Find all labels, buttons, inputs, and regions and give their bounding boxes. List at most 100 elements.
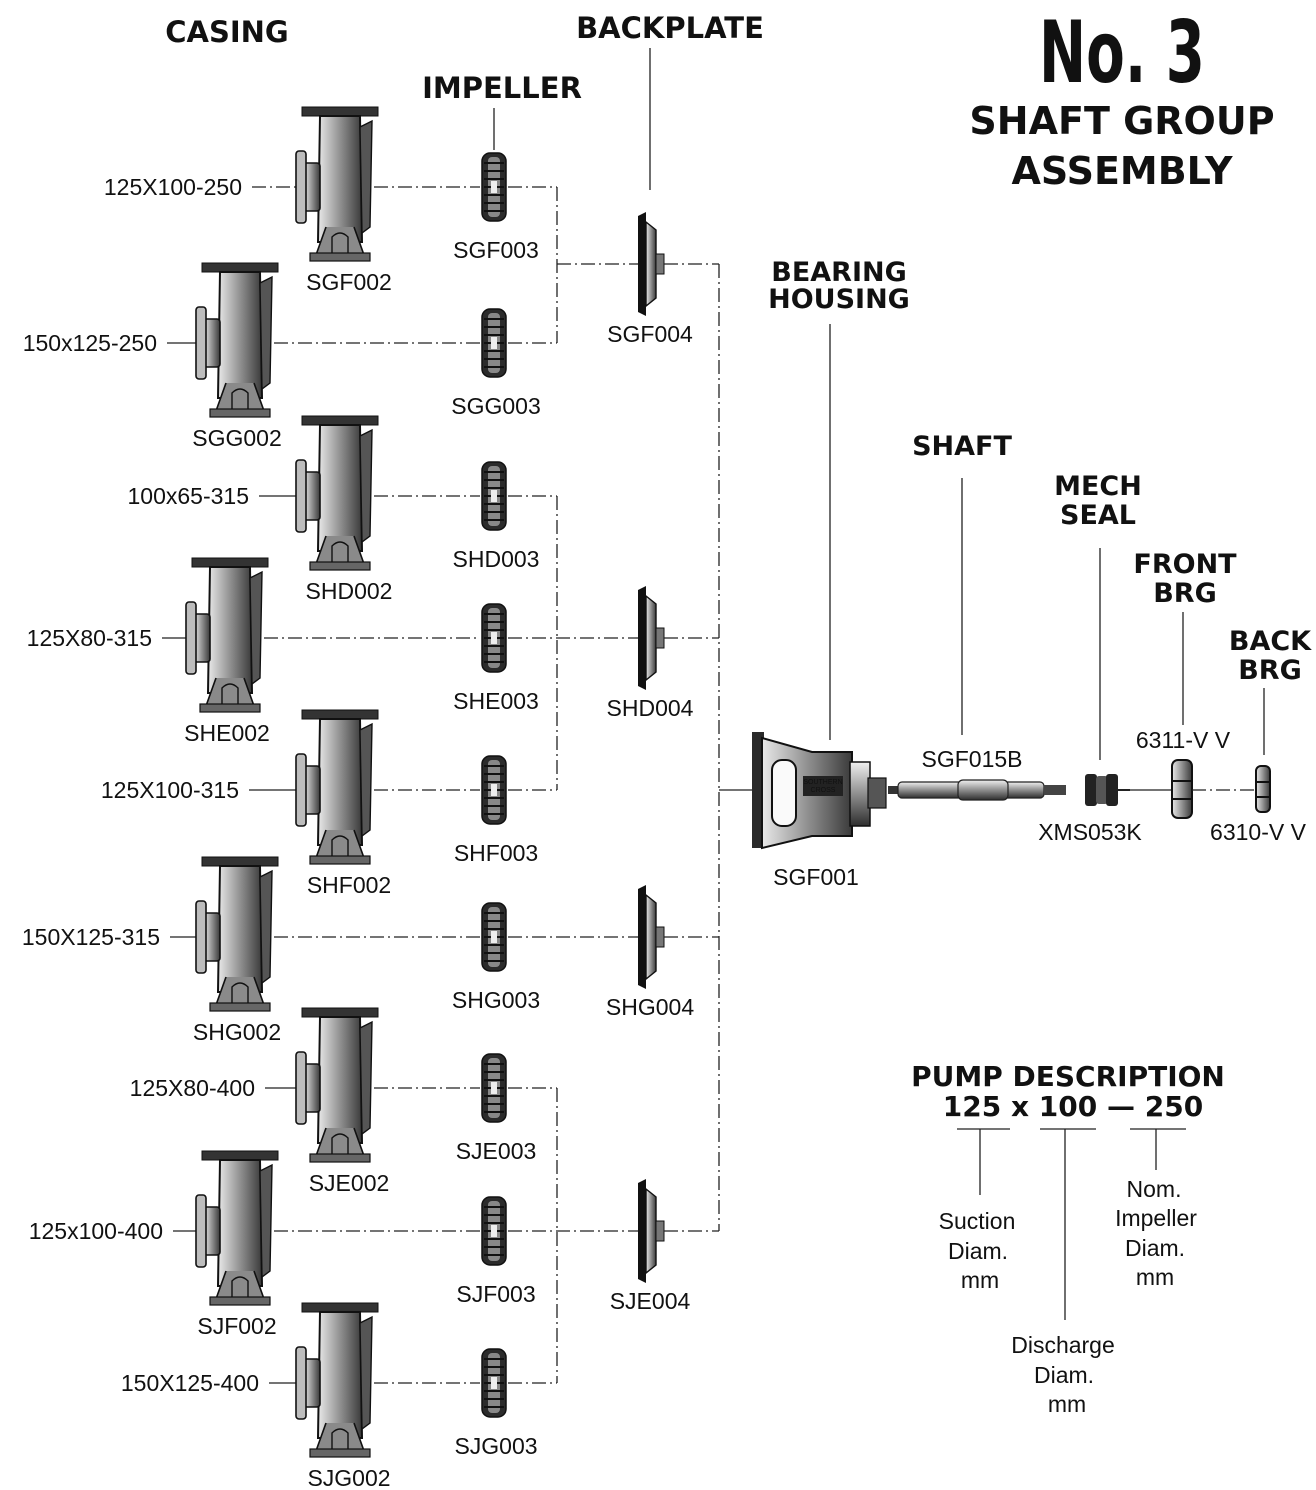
backplate-code: SHG004 [606,994,694,1020]
casing-part [295,1007,379,1163]
casing-code: SJF002 [197,1313,276,1339]
impeller-part [481,902,507,972]
bearing-housing-part [752,732,887,850]
casing-code: SJG002 [307,1465,390,1490]
backplate-part [638,1179,665,1283]
backplate-group: SHG004 [508,885,719,1020]
pump-size-label: 125X80-315 [27,625,152,651]
backplate-code: SHD004 [607,695,694,721]
casing-code: SHG002 [193,1019,281,1045]
impeller-code: SHG003 [452,987,540,1013]
backplate-code: SGF004 [607,321,693,347]
pump-size-label: 150x125-250 [23,330,157,356]
assembly-number: No. 3 [1039,3,1205,103]
casing-part [295,709,379,865]
shaft-code: SGF015B [922,746,1023,772]
impeller-code: SHD003 [453,546,540,572]
nameplate-text-line2: CROSS [811,787,836,794]
pump-size-label: 125x100-400 [29,1218,163,1244]
backplate-part [638,586,665,690]
casing-part [185,557,269,713]
impeller-code: SJE003 [456,1138,537,1164]
backplate-code: SJE004 [610,1288,691,1314]
bearing-housing-header-line1: BEARING [771,257,907,288]
casing-code: SGG002 [192,425,282,451]
casing-part [295,415,379,571]
casing-part [195,856,279,1012]
front-brg-header-line2: BRG [1153,578,1217,609]
casing-part [295,1302,379,1458]
back-brg-header-line1: BACK [1229,626,1312,657]
pump-size-label: 100x65-315 [128,483,250,509]
casing-code: SJE002 [309,1170,390,1196]
backplate-group: SHD004 [508,495,719,791]
impeller-part [481,1196,507,1266]
backplate-group: SJE004 [508,1087,719,1384]
back-bearing-part [1255,765,1271,813]
mech-seal-part [1085,774,1130,806]
discharge-label-3: mm [1048,1391,1086,1417]
backplate-part [638,885,665,989]
discharge-label-1: Discharge [1011,1332,1115,1358]
impeller-part [481,461,507,531]
back-bearing-code: 6310-V V [1210,819,1307,845]
impeller-part [481,152,507,222]
impeller-part [481,1348,507,1418]
front-brg-header-line1: FRONT [1133,549,1237,580]
mech-seal-header-line2: SEAL [1060,500,1136,531]
impeller-part [481,1053,507,1123]
casing-code: SGF002 [306,269,392,295]
title-line1: SHAFT GROUP [969,99,1274,143]
pump-size-label: 125X100-315 [101,777,239,803]
pump-description: PUMP DESCRIPTION 125 x 100 — 250 Suction… [911,1060,1225,1417]
backplate-header: BACKPLATE [576,11,764,45]
back-brg-header-line2: BRG [1238,655,1302,686]
front-bearing-code: 6311-V V [1136,727,1231,753]
mech-seal-code: XMS053K [1038,819,1142,845]
backplate-part [638,212,665,316]
suction-label-2: Diam. [948,1238,1008,1264]
impeller-code: SGF003 [453,237,539,263]
pump-description-example: 125 x 100 — 250 [943,1090,1203,1123]
pump-description-title: PUMP DESCRIPTION [911,1060,1225,1093]
pump-size-label: 125X100-250 [104,174,242,200]
front-bearing-part [1171,759,1193,819]
casing-code: SHF002 [307,872,391,898]
impeller-code: SHF003 [454,840,538,866]
impeller-label-1: Nom. [1127,1176,1182,1202]
impeller-part [481,603,507,673]
impeller-part [481,308,507,378]
pump-size-label: 150X125-400 [121,1370,259,1396]
bearing-housing-header-line2: HOUSING [768,284,910,315]
bearing-housing-code: SGF001 [773,864,859,890]
discharge-label-2: Diam. [1034,1362,1094,1388]
suction-label-1: Suction [939,1208,1016,1234]
suction-label-3: mm [961,1267,999,1293]
impeller-label-2: Impeller [1115,1205,1197,1231]
casing-header: CASING [165,15,288,49]
casing-part [195,262,279,418]
casing-code: SHD002 [306,578,393,604]
impeller-label-4: mm [1136,1264,1174,1290]
nameplate-text-line1: SOUTHERN [803,779,842,786]
impeller-header: IMPELLER [422,71,582,105]
impeller-code: SJG003 [454,1433,537,1459]
casing-code: SHE002 [184,720,270,746]
impeller-code: SHE003 [453,688,539,714]
pump-size-label: 125X80-400 [130,1075,255,1101]
casing-part [295,106,379,262]
impeller-code: SGG003 [451,393,541,419]
title-line2: ASSEMBLY [1012,149,1233,193]
shaft-part [888,779,1066,801]
